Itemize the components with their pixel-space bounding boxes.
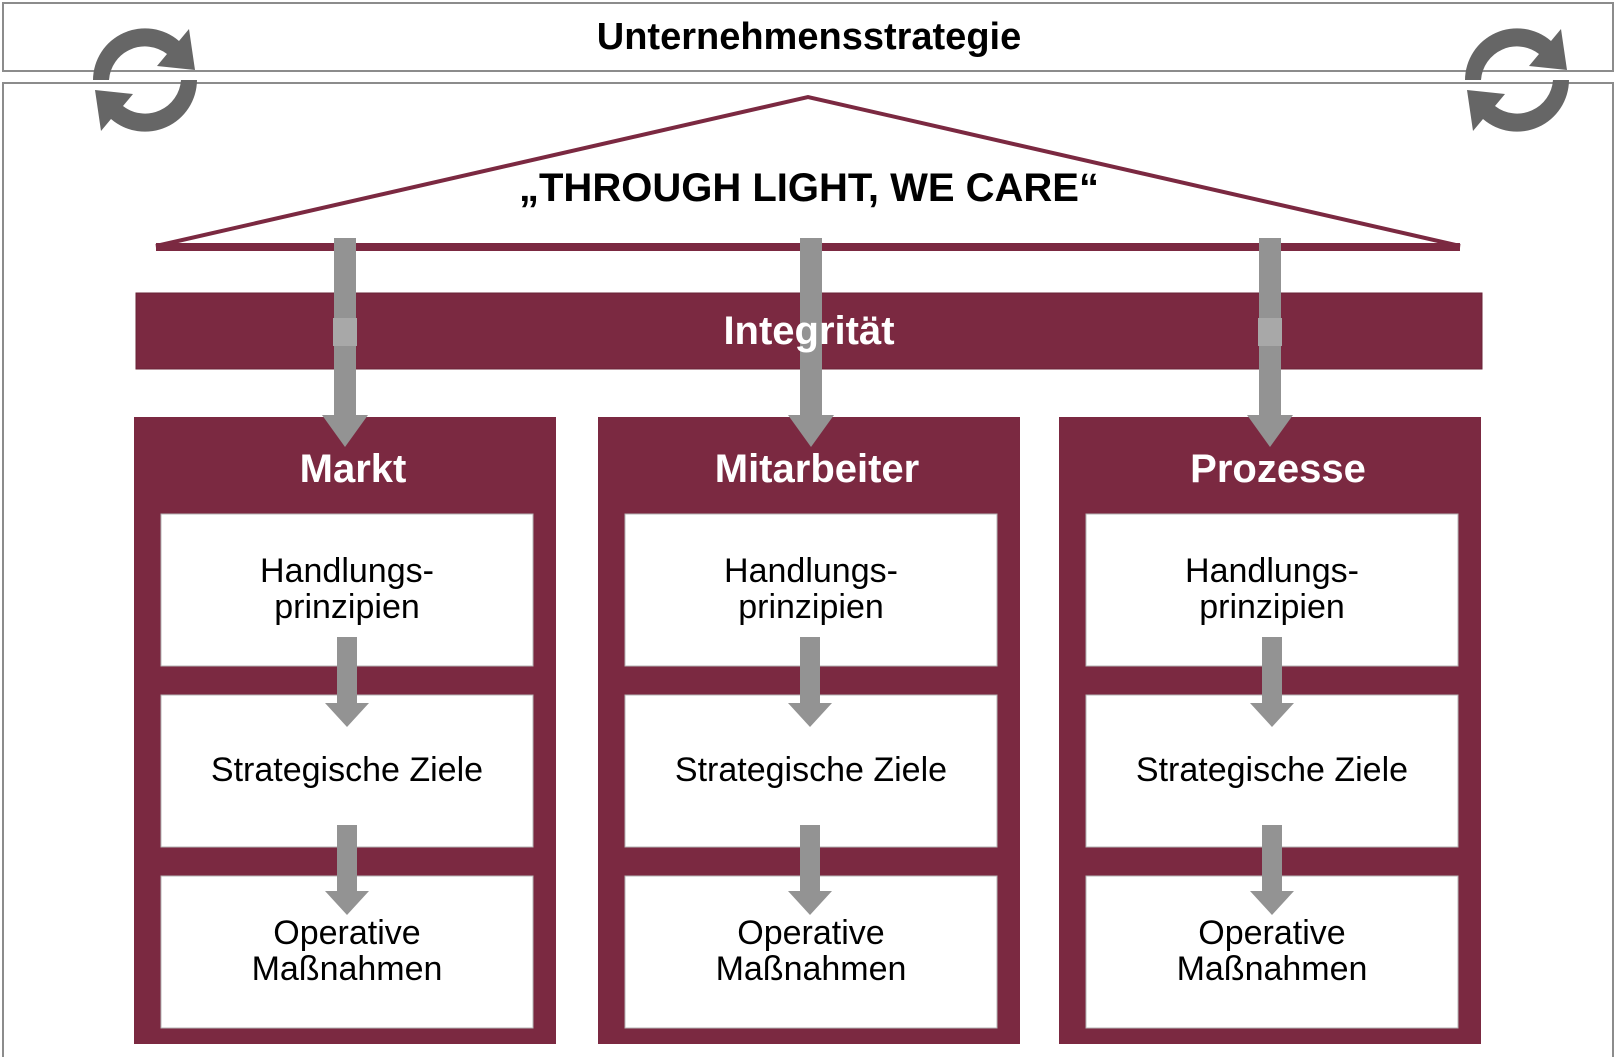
integrity-label: Integrität — [723, 309, 895, 353]
strategy-header-bar — [2, 2, 1614, 72]
integrity-connector-markt — [333, 318, 357, 346]
integrity-connector-prozesse — [1258, 318, 1282, 346]
arrow-mitarbeiter-2 — [788, 825, 832, 915]
box-text-prozesse-2: Strategische Ziele — [1135, 751, 1409, 789]
refresh-cycle-icon — [93, 28, 197, 132]
arrow-roof-to-mitarbeiter — [788, 238, 834, 447]
box-text-mitarbeiter-3: Operative Maßnahmen — [715, 914, 907, 988]
box-text-markt-2: Strategische Ziele — [210, 751, 484, 789]
pillar-title-prozesse: Prozesse — [1190, 447, 1366, 491]
arrow-prozesse-1 — [1250, 637, 1294, 727]
arrow-markt-1 — [325, 637, 369, 727]
box-text-mitarbeiter-2: Strategische Ziele — [674, 751, 948, 789]
page-title: Unternehmensstrategie — [596, 16, 1022, 58]
pillar-title-mitarbeiter: Mitarbeiter — [714, 447, 920, 491]
motto-text: „THROUGH LIGHT, WE CARE“ — [519, 166, 1099, 210]
box-text-prozesse-3: Operative Maßnahmen — [1176, 914, 1368, 988]
refresh-cycle-icon — [1465, 28, 1569, 132]
pillar-title-markt: Markt — [299, 447, 407, 491]
box-text-markt-1: Handlungs- prinzipien — [260, 552, 434, 626]
arrow-markt-2 — [325, 825, 369, 915]
box-text-prozesse-1: Handlungs- prinzipien — [1185, 552, 1359, 626]
arrow-mitarbeiter-1 — [788, 637, 832, 727]
box-text-markt-3: Operative Maßnahmen — [251, 914, 443, 988]
arrow-prozesse-2 — [1250, 825, 1294, 915]
box-text-mitarbeiter-1: Handlungs- prinzipien — [724, 552, 898, 626]
